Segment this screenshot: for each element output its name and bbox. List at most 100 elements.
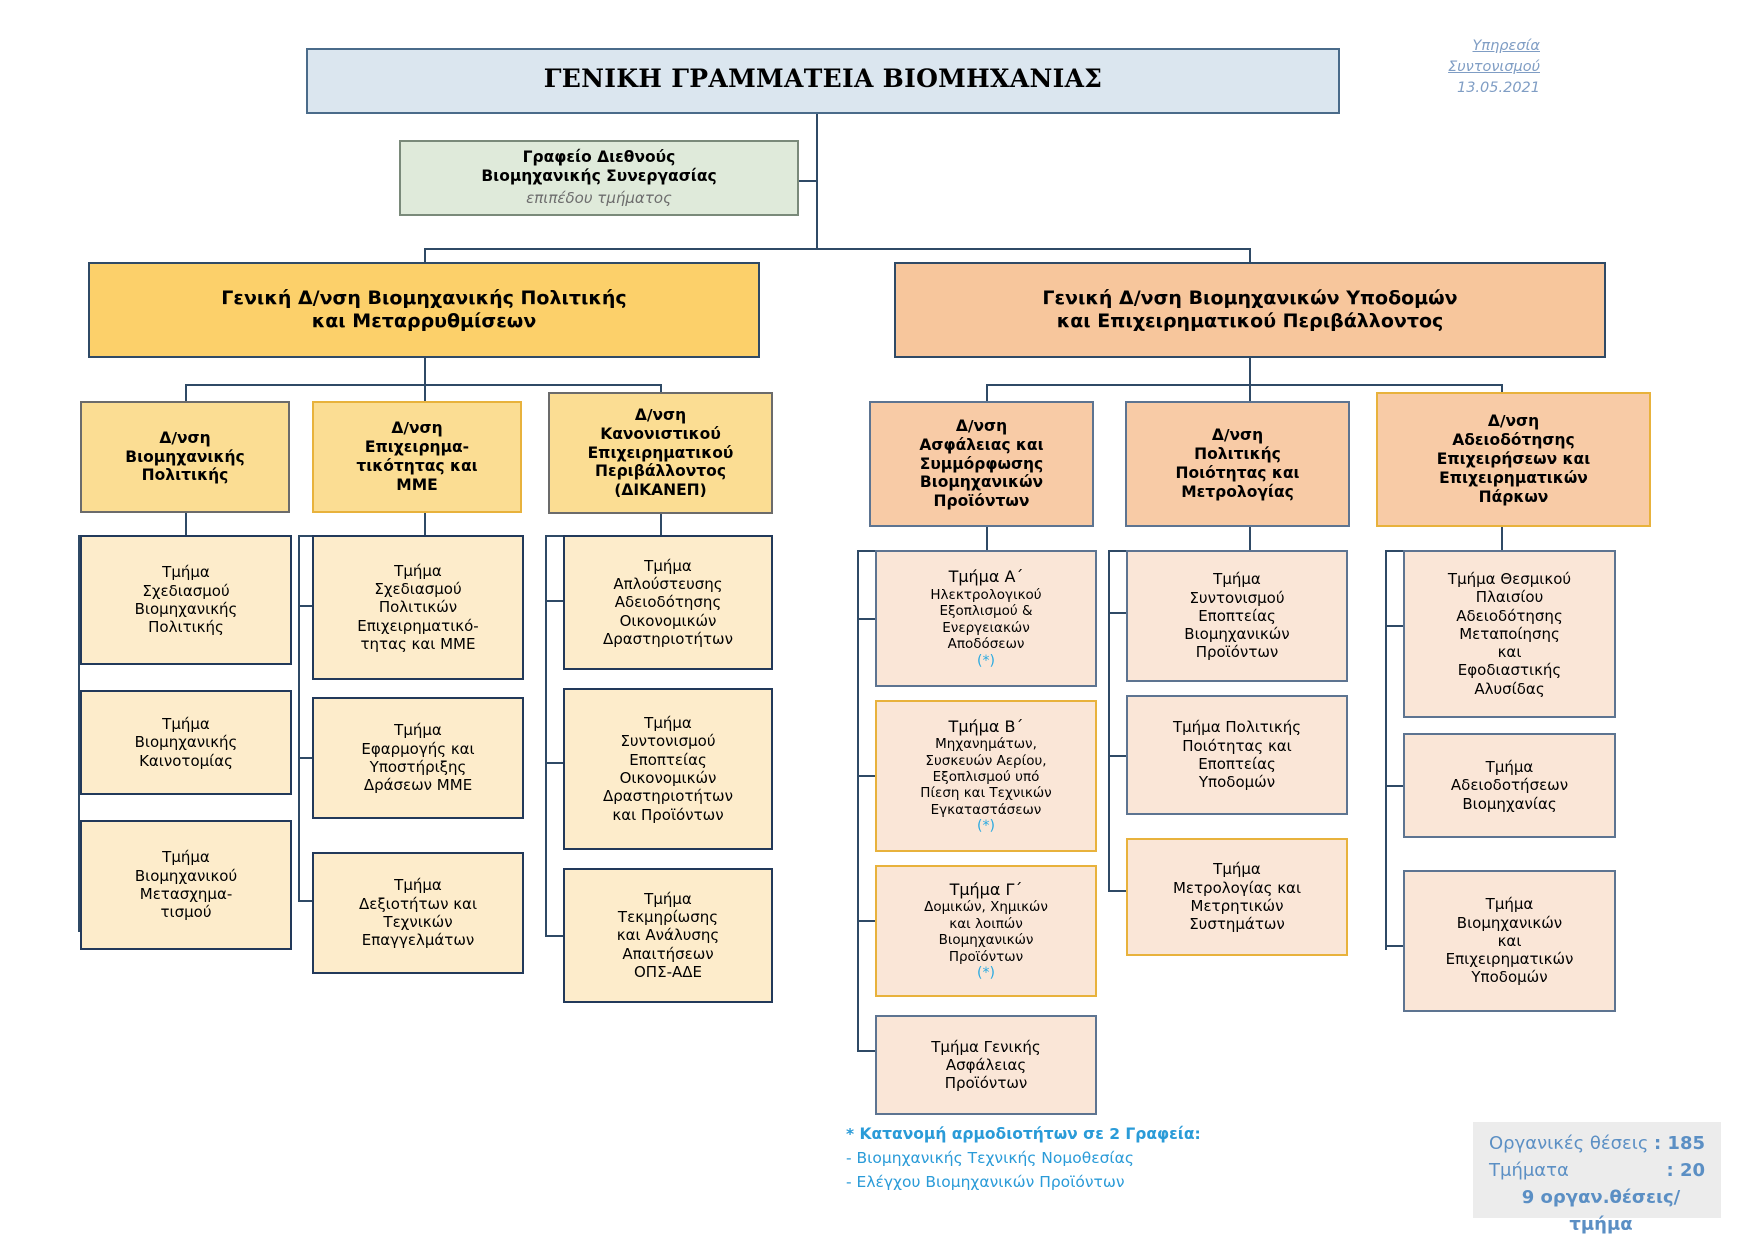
stats-label-positions: Οργανικές θέσεις [1489, 1133, 1649, 1154]
dept-line: Εξοπλισμού & [939, 603, 1033, 620]
dept-head: Τμήμα Α΄ [948, 567, 1024, 587]
dept-line: Υποδομών [1198, 773, 1276, 792]
dept-line: Δραστηριοτήτων [603, 787, 733, 806]
dept-line: Τμήμα Πολιτικής [1172, 718, 1302, 737]
dept-line: Βιομηχανικής [134, 600, 238, 618]
dir3-l2: Επιχειρηματικού [587, 443, 734, 462]
office-line1: Γραφείο Διεθνούς [522, 148, 676, 167]
dept-line: Επιχειρηματικό- [357, 616, 479, 635]
dept-line: Δραστηριοτήτων [603, 629, 733, 648]
dept-line: Συστημάτων [1189, 915, 1285, 934]
connector [1108, 890, 1126, 892]
dept-line: Οικονομικών [619, 769, 717, 787]
dept-line: Τμήμα [1213, 860, 1261, 879]
connector [298, 605, 316, 607]
dept-line: Εγκαταστάσεων [930, 801, 1042, 818]
dept-line: Εποπτείας [1198, 606, 1276, 625]
dept-line: Βιομηχανικών [1184, 625, 1290, 644]
dept-line: Προϊόντων [944, 1074, 1028, 1093]
connector [1108, 550, 1110, 890]
footnote-marker: (*) [977, 652, 995, 669]
dept-line: Μετρολογίας και [1172, 878, 1302, 897]
dept-line: Δράσεων ΜΜΕ [363, 776, 473, 795]
connector [816, 180, 818, 250]
footnote-item-2: - Ελέγχου Βιομηχανικών Προϊόντων [846, 1173, 1125, 1192]
gd1-line2: και Μεταρρυθμίσεων [311, 310, 537, 332]
connector [1249, 384, 1251, 401]
footnote-item-1: - Βιομηχανικής Τεχνικής Νομοθεσίας [846, 1149, 1134, 1168]
dir3-l0: Δ/νση [634, 405, 687, 424]
gd1-line1: Γενική Δ/νση Βιομηχανικής Πολιτικής [221, 286, 627, 309]
stats-value-departments: : 20 [1666, 1160, 1705, 1181]
dept-line: Υποδομών [1471, 968, 1548, 987]
connector [1385, 945, 1403, 947]
stats-box: Οργανικές θέσεις : 185 Τμήματα : 20 9 ορ… [1473, 1122, 1721, 1235]
connector [660, 512, 662, 535]
connector [424, 384, 426, 401]
connector [298, 757, 316, 759]
dir6-l2: Επιχειρήσεων και [1436, 450, 1591, 469]
dept-line: Συντονισμού [1189, 588, 1285, 607]
connector [424, 512, 426, 535]
connector [185, 384, 187, 401]
department-col4-beta: Τμήμα Β΄ Μηχανημάτων, Συσκευών Αερίου, Ε… [875, 700, 1097, 852]
dept-line: Τμήμα [1485, 758, 1534, 777]
dept-line: Μετρητικών [1190, 897, 1284, 915]
page-title-text: ΓΕΝΙΚΗ ΓΡΑΜΜΑΤΕΙΑ ΒΙΟΜΗΧΑΝΙΑΣ [543, 64, 1103, 93]
dept-line: Αποδόσεων [947, 636, 1025, 653]
footnote-marker: (*) [977, 965, 995, 982]
dept-line: Τμήμα [394, 561, 442, 580]
dept-line: Ασφάλειας [945, 1055, 1027, 1074]
dir6-l0: Δ/νση [1487, 412, 1540, 431]
dept-line: Εποπτείας [1198, 755, 1276, 773]
header-service-label: Υπηρεσία Συντονισμού [1448, 38, 1540, 76]
connector [185, 384, 662, 386]
dept-line: Προϊόντων [1195, 643, 1279, 662]
dir2-l0: Δ/νση [391, 419, 443, 438]
connector [78, 535, 80, 930]
dept-line: Οικονομικών [619, 611, 717, 630]
dept-line: Υποστήριξης [369, 758, 467, 776]
stats-label-departments: Τμήματα [1489, 1160, 1569, 1181]
dept-line: Επιχειρηματικών [1445, 950, 1574, 969]
connector [545, 935, 563, 937]
connector [424, 248, 426, 270]
office-international-cooperation: Γραφείο Διεθνούς Βιομηχανικής Συνεργασία… [399, 140, 799, 216]
directorate-entrepreneurship-sme: Δ/νση Επιχειρημα- τικότητας και ΜΜΕ [312, 401, 522, 513]
department-col4-gamma: Τμήμα Γ΄ Δομικών, Χημικών και λοιπών Βιο… [875, 865, 1097, 997]
dept-line: Απαιτήσεων [622, 944, 714, 963]
dept-line: και Προϊόντων [612, 805, 724, 824]
header-note: Υπηρεσία Συντονισμού 13.05.2021 [1380, 36, 1540, 99]
dir1-l2: Πολιτικής [141, 466, 229, 485]
header-date-label: 13.05.2021 [1456, 80, 1540, 97]
dir5-l3: Μετρολογίας [1181, 482, 1294, 501]
general-directorate-industrial-policy: Γενική Δ/νση Βιομηχανικής Πολιτικής και … [88, 262, 760, 358]
department-col3-2: Τμήμα Συντονισμού Εποπτείας Οικονομικών … [563, 688, 773, 850]
department-col5-2: Τμήμα Πολιτικής Ποιότητας και Εποπτείας … [1126, 695, 1348, 815]
dept-line: τητας και ΜΜΕ [360, 634, 476, 653]
dept-head: Τμήμα Β΄ [948, 716, 1024, 736]
dept-line: και Ανάλυσης [616, 926, 720, 945]
connector [545, 600, 563, 602]
dir4-l2: Συμμόρφωσης [919, 454, 1044, 473]
dept-line: Απλούστευσης [613, 575, 723, 594]
department-col1-3: Τμήμα Βιομηχανικού Μετασχημα- τισμού [80, 820, 292, 950]
dept-line: Προϊόντων [948, 948, 1024, 965]
dir6-l3: Επιχειρηματικών [1439, 468, 1588, 487]
dept-line: Τμήμα [1485, 895, 1534, 914]
connector [857, 618, 875, 620]
connector [1385, 625, 1403, 627]
dept-line: Πολιτικών [378, 598, 458, 617]
dir5-l1: Πολιτικής [1194, 445, 1281, 464]
department-col1-1: Τμήμα Σχεδιασμού Βιομηχανικής Πολιτικής [80, 535, 292, 665]
dept-line: Τμήμα [162, 715, 210, 734]
department-col3-3: Τμήμα Τεκμηρίωσης και Ανάλυσης Απαιτήσεω… [563, 868, 773, 1003]
dept-line: Αδειοδότησης [614, 593, 722, 612]
stats-ratio: 9 οργαν.θέσεις/τμήμα [1521, 1187, 1681, 1235]
connector [1501, 527, 1503, 550]
dept-line: Πίεση και Τεχνικών [920, 785, 1052, 802]
dept-line: Τεκμηρίωσης [617, 908, 719, 927]
connector [545, 762, 563, 764]
dept-line: Ενεργειακών [942, 619, 1030, 636]
dept-line: Τμήμα Θεσμικού [1447, 569, 1572, 588]
